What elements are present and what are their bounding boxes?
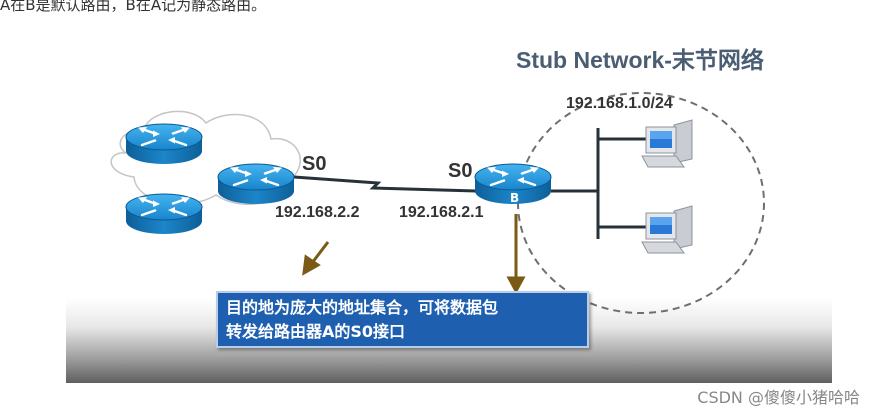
- router-icon: [124, 122, 204, 166]
- arrow-icon: [302, 241, 330, 276]
- stub-network-boundary: [517, 92, 765, 314]
- router-icon: [124, 192, 204, 236]
- right-ip-label: 192.168.2.1: [399, 204, 484, 221]
- arrow-icon: [506, 214, 526, 295]
- top-text: A在B是默认路由，B在A记为静态路由。: [0, 0, 267, 14]
- workstation-icon: [641, 205, 693, 254]
- network-diagram: [110, 92, 765, 314]
- workstation-icon: [641, 119, 693, 168]
- slide-title: Stub Network-末节网络: [516, 47, 764, 73]
- left-interface-label: S0: [302, 153, 327, 175]
- callout-line-2: 转发给路由器A的S0接口: [226, 322, 406, 341]
- network-address-label: 192.168.1.0/24: [566, 95, 673, 112]
- right-interface-label: S0: [448, 160, 473, 182]
- left-ip-label: 192.168.2.2: [275, 204, 360, 221]
- router-icon: [216, 162, 296, 206]
- router-b-label: B: [510, 191, 520, 205]
- callout-box: 目的地为庞大的地址集合，可将数据包 转发给路由器A的S0接口: [216, 291, 589, 348]
- slide-diagram: Stub Network-末节网络 192.168.1.0/24 S0 S0 1…: [66, 31, 832, 383]
- callout-line-1: 目的地为庞大的地址集合，可将数据包: [226, 298, 499, 317]
- watermark: CSDN @傻傻小猪哈哈: [697, 388, 860, 407]
- serial-link: [293, 175, 477, 193]
